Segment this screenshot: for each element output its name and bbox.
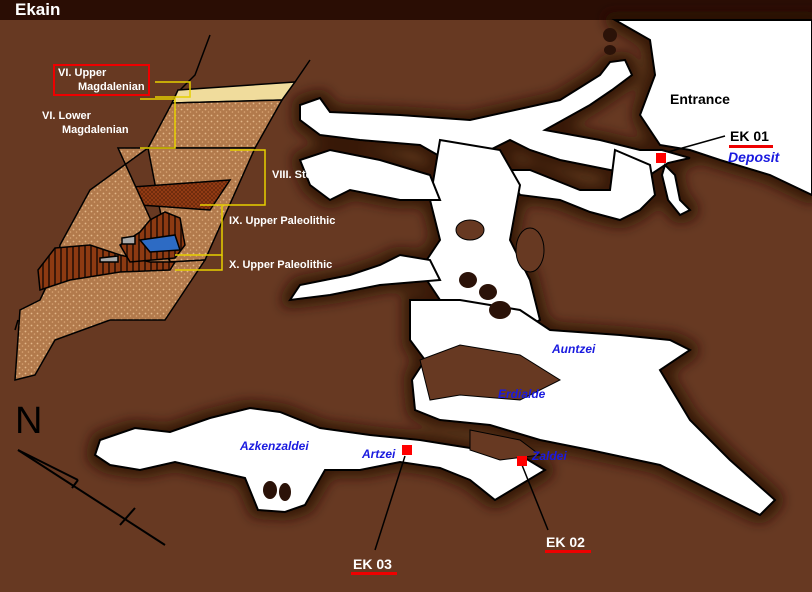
entrance-area bbox=[611, 19, 812, 197]
strata-label-x: X. Upper Paleolithic bbox=[229, 259, 333, 271]
sample-label-ek02: EK 02 bbox=[546, 534, 585, 550]
ek02-underline bbox=[545, 550, 591, 553]
strata-label-ix: IX. Upper Paleolithic bbox=[229, 215, 336, 227]
azkenzaldei-passage bbox=[93, 406, 547, 514]
leader-lines bbox=[374, 135, 726, 551]
strata-label-vi-lower-2: Magdalenian bbox=[62, 124, 129, 136]
strata-brackets bbox=[140, 81, 266, 271]
sample-label-ek03: EK 03 bbox=[353, 556, 392, 572]
sample-marker-ek02[interactable] bbox=[517, 456, 527, 466]
strata-label-vi-lower-1: VI. Lower bbox=[42, 110, 91, 122]
place-zaldei: Zaldei bbox=[532, 449, 567, 463]
west-passages bbox=[287, 148, 442, 302]
cave-passages bbox=[93, 19, 812, 517]
branch-passage bbox=[503, 148, 657, 222]
ek01-underline bbox=[729, 145, 773, 148]
strata-label-vi-upper-1: VI. Upper bbox=[58, 67, 107, 79]
side-passage bbox=[660, 163, 692, 217]
title-bar bbox=[0, 0, 812, 20]
ek03-underline bbox=[351, 572, 397, 575]
map-title: Ekain bbox=[15, 0, 61, 19]
sample-marker-ek03[interactable] bbox=[402, 445, 412, 455]
sample-label-ek01: EK 01 bbox=[730, 128, 769, 144]
sample-note-ek01: Deposit bbox=[728, 149, 780, 165]
rock-pillars bbox=[263, 28, 617, 501]
north-label: N bbox=[15, 400, 43, 442]
place-entrance: Entrance bbox=[670, 91, 730, 107]
sample-marker-ek01[interactable] bbox=[656, 153, 666, 163]
place-azkenzaldei: Azkenzaldei bbox=[240, 439, 309, 453]
erdialde-chamber bbox=[409, 299, 777, 517]
north-arrow-icon bbox=[17, 449, 166, 546]
place-erdialde: Erdialde bbox=[498, 387, 546, 401]
strata-label-vi-upper-2: Magdalenian bbox=[78, 81, 145, 93]
place-artzei: Artzei bbox=[362, 447, 396, 461]
place-auntzei: Auntzei bbox=[552, 342, 596, 356]
strata-label-viii: VIII. Sterile bbox=[272, 169, 329, 181]
vi-upper-box bbox=[53, 64, 150, 96]
